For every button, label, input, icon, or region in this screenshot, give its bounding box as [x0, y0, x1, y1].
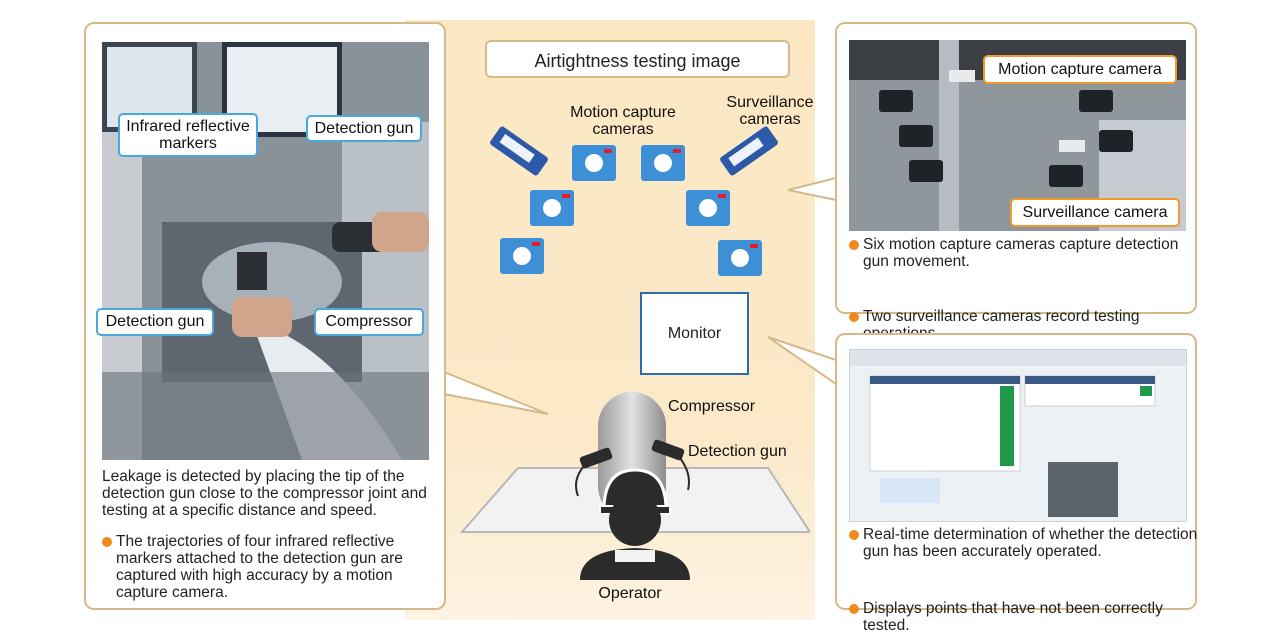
callout-detection-gun-bottom: Detection gun — [96, 308, 214, 336]
monitor-screenshot-illustration — [850, 350, 1186, 521]
top-right-panel: Motion capture camera Surveillance camer… — [835, 22, 1197, 342]
motion-camera-icon — [572, 145, 616, 181]
operator-label: Operator — [598, 585, 662, 602]
motion-camera-icon — [718, 240, 762, 276]
bottom-right-bullet-2: Displays points that have not been corre… — [849, 600, 1208, 634]
monitor-screenshot — [849, 349, 1187, 522]
left-bullet: The trajectories of four infrared reflec… — [102, 533, 448, 601]
detection-gun-label: Detection gun — [688, 443, 787, 460]
testing-photo — [102, 42, 429, 460]
bottom-right-panel: Real-time determination of whether the d… — [835, 333, 1197, 634]
testing-photo-illustration — [102, 42, 429, 460]
top-right-bullet-1: Six motion capture cameras capture detec… — [849, 236, 1203, 270]
callout-detection-gun-top: Detection gun — [306, 115, 422, 142]
diagram-title: Airtightness testing image — [485, 40, 790, 78]
monitor-box: Monitor — [640, 292, 749, 375]
operator-icon — [580, 468, 690, 580]
detection-gun-icon — [575, 439, 690, 497]
left-panel: Infrared reflective markers Detection gu… — [84, 22, 446, 610]
motion-camera-icon — [641, 145, 685, 181]
surveillance-cameras-label: Surveillance cameras — [726, 94, 814, 128]
callout-infrared-markers: Infrared reflective markers — [118, 113, 258, 157]
operator-scene — [459, 392, 810, 580]
left-description: Leakage is detected by placing the tip o… — [102, 468, 427, 519]
motion-camera-icon — [686, 190, 730, 226]
callout-motion-capture-camera: Motion capture camera — [983, 55, 1177, 84]
motion-camera-icon — [500, 238, 544, 274]
callout-surveillance-camera: Surveillance camera — [1010, 198, 1180, 227]
top-right-wedge — [787, 176, 837, 202]
callout-compressor: Compressor — [314, 308, 424, 336]
motion-camera-icon — [530, 190, 574, 226]
compressor-label: Compressor — [668, 398, 756, 415]
bottom-right-bullet-1: Real-time determination of whether the d… — [849, 526, 1208, 560]
motion-cameras-label: Motion capture cameras — [570, 104, 676, 138]
